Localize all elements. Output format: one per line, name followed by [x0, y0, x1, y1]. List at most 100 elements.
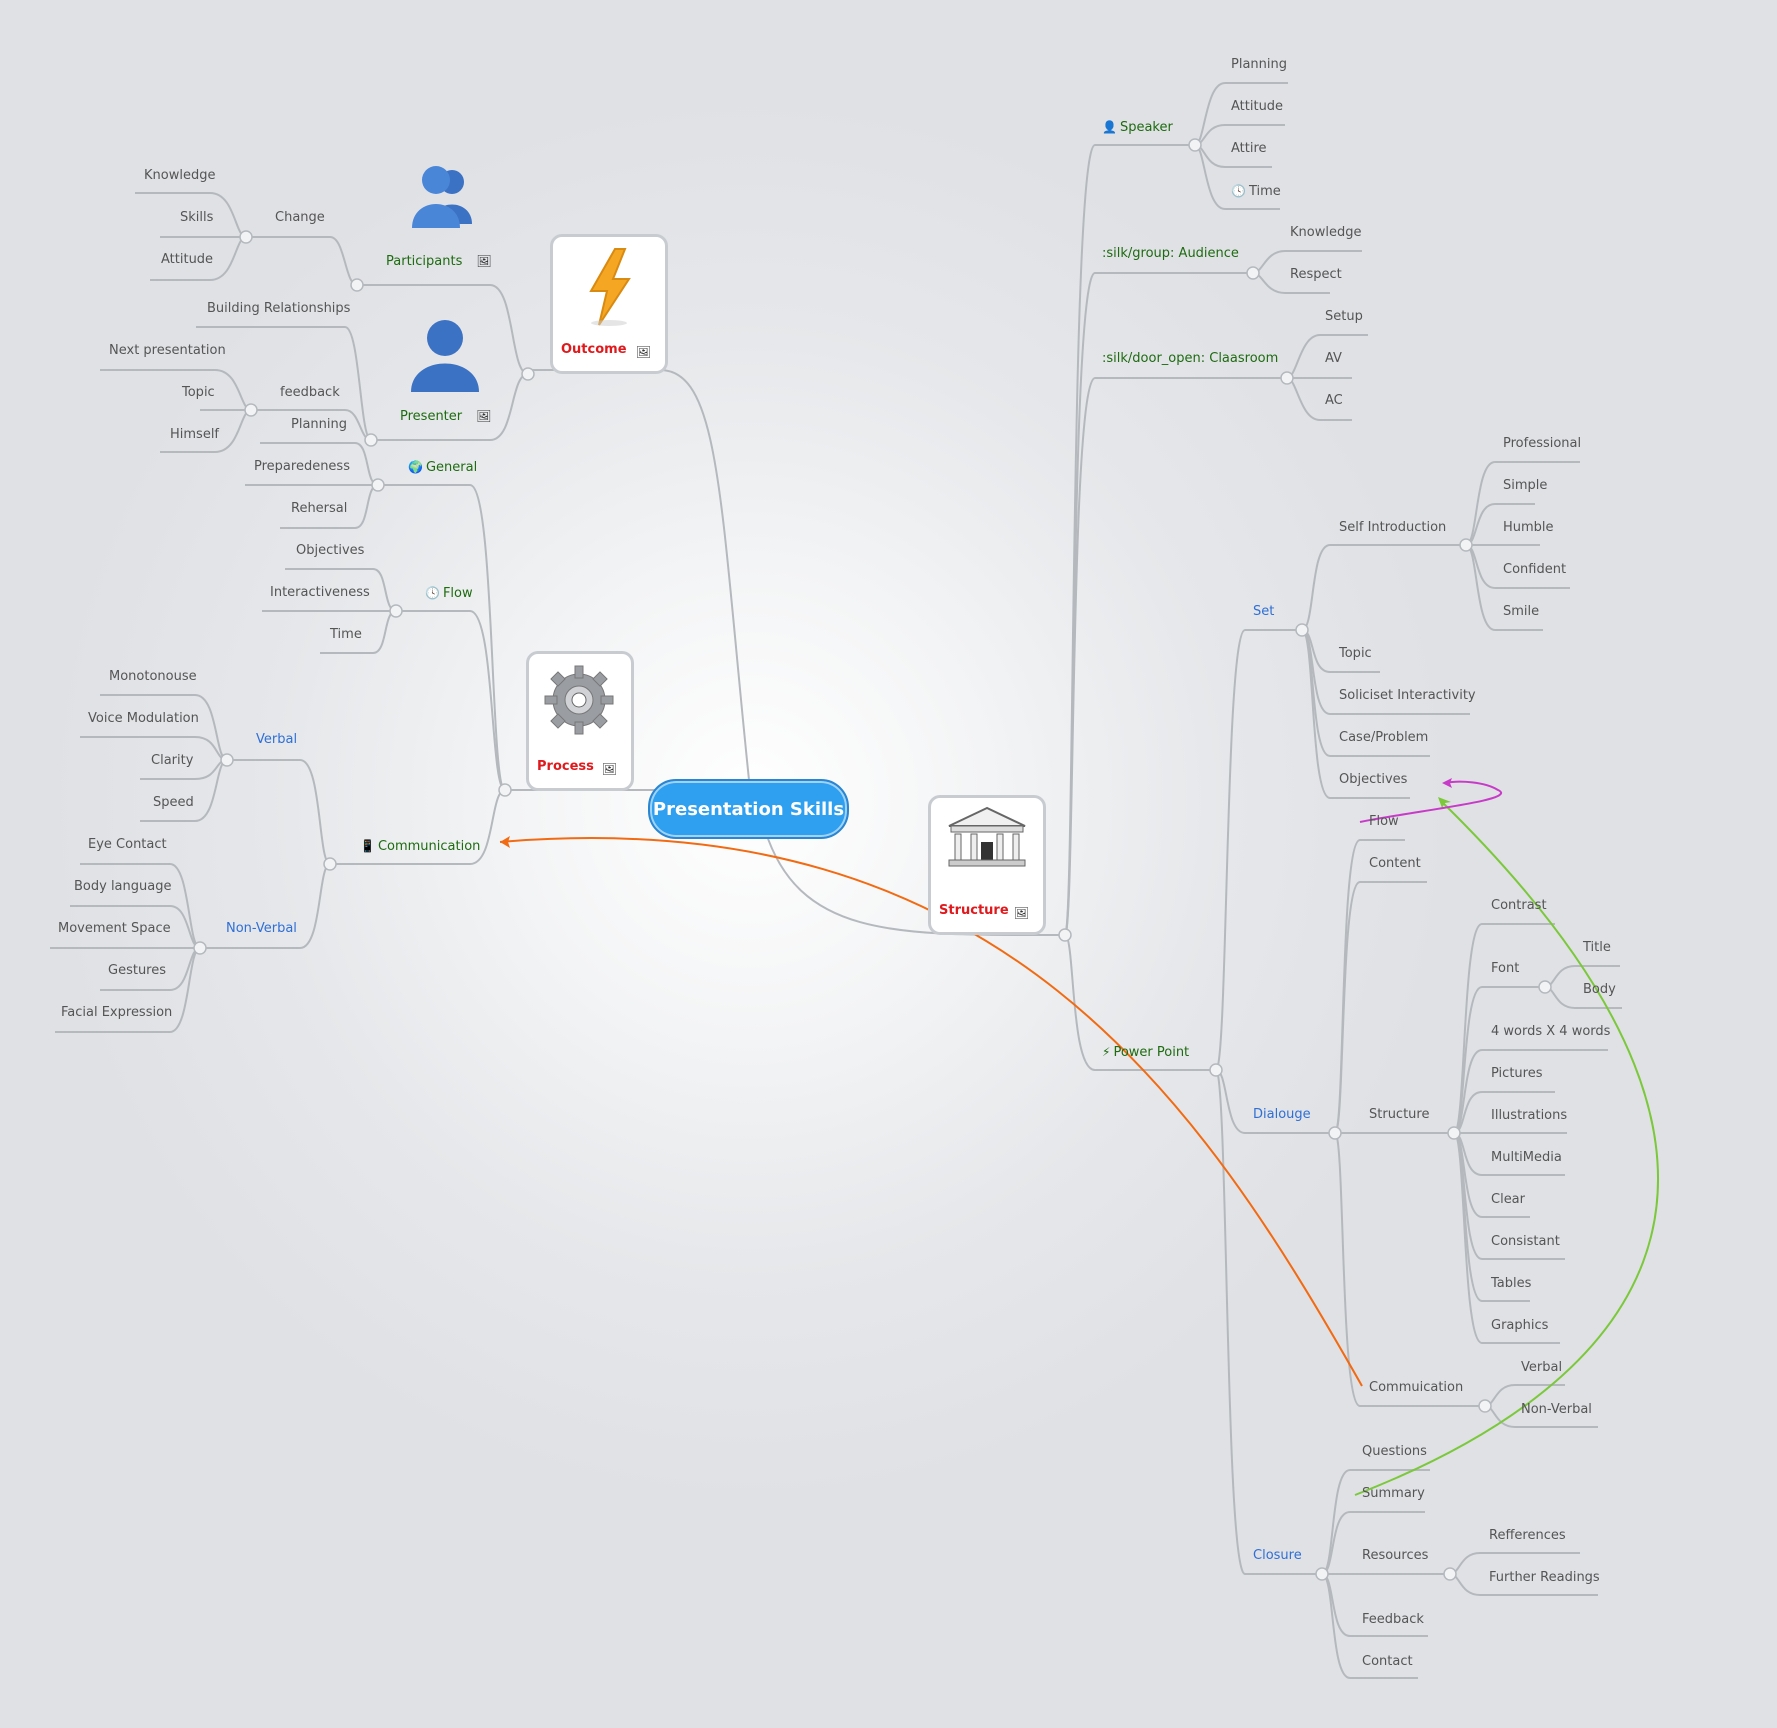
change-node[interactable]: Change: [275, 210, 325, 225]
classroom-av[interactable]: AV: [1325, 351, 1342, 366]
speaker-attitude[interactable]: Attitude: [1231, 99, 1284, 114]
voice-modulation-node[interactable]: Voice Modulation: [88, 711, 199, 726]
participant-attitude[interactable]: Attitude: [161, 252, 214, 267]
clarity-node[interactable]: Clarity: [151, 753, 194, 768]
verbal-node[interactable]: Verbal: [256, 732, 298, 747]
structure-title: Structure: [939, 903, 1009, 918]
smile-node[interactable]: Smile: [1503, 604, 1540, 619]
outcome-card[interactable]: Outcome 🖼: [550, 234, 668, 374]
speaker-time[interactable]: 🕓Time: [1231, 184, 1281, 199]
clear-node[interactable]: Clear: [1491, 1192, 1525, 1207]
dialouge-flow-node[interactable]: Flow: [1369, 814, 1399, 829]
general-planning[interactable]: Planning: [291, 417, 347, 432]
flow-node[interactable]: 🕓Flow: [425, 586, 473, 601]
structure-card[interactable]: Structure 🖼: [928, 795, 1046, 935]
commuication-node[interactable]: Commuication: [1369, 1380, 1464, 1395]
building-relationships[interactable]: Building Relationships: [207, 301, 351, 316]
resources-node[interactable]: Resources: [1362, 1548, 1429, 1563]
participant-skills[interactable]: Skills: [180, 210, 214, 225]
eye-contact-node[interactable]: Eye Contact: [88, 837, 167, 852]
consistant-node[interactable]: Consistant: [1491, 1234, 1560, 1249]
confident-node[interactable]: Confident: [1503, 562, 1567, 577]
set-objectives-node[interactable]: Objectives: [1339, 772, 1408, 787]
process-title: Process: [537, 759, 594, 774]
font-body-node[interactable]: Body: [1583, 982, 1616, 997]
phone-icon: 📱: [360, 839, 375, 853]
gear-icon: [544, 665, 614, 735]
feedback-topic[interactable]: Topic: [182, 385, 215, 400]
picture-icon[interactable]: 🖼: [601, 762, 617, 776]
font-node[interactable]: Font: [1491, 961, 1520, 976]
classroom-setup[interactable]: Setup: [1325, 309, 1363, 324]
globe-icon: 🌍: [408, 460, 423, 474]
professional-node[interactable]: Professional: [1503, 436, 1582, 451]
participants-node[interactable]: Participants🖼: [386, 254, 492, 269]
closure-node[interactable]: Closure: [1253, 1548, 1302, 1563]
process-card[interactable]: Process 🖼: [526, 651, 634, 791]
summary-node[interactable]: Summary: [1362, 1486, 1425, 1501]
pictures-node[interactable]: Pictures: [1491, 1066, 1543, 1081]
words-node[interactable]: 4 words X 4 words: [1491, 1024, 1611, 1039]
picture-icon[interactable]: 🖼: [476, 254, 492, 268]
speaker-node[interactable]: 👤Speaker: [1102, 120, 1173, 135]
monotonouse-node[interactable]: Monotonouse: [109, 669, 197, 684]
audience-knowledge[interactable]: Knowledge: [1290, 225, 1362, 240]
preparedeness-node[interactable]: Preparedeness: [254, 459, 350, 474]
himself-node[interactable]: Himself: [170, 427, 220, 442]
feedback-node[interactable]: feedback: [280, 385, 340, 400]
dialouge-node[interactable]: Dialouge: [1253, 1107, 1311, 1122]
audience-node[interactable]: :silk/group: Audience: [1102, 246, 1239, 261]
dialouge-structure-node[interactable]: Structure: [1369, 1107, 1430, 1122]
participants-icon: [412, 166, 472, 228]
classroom-node[interactable]: :silk/door_open: Claasroom: [1102, 351, 1279, 366]
speaker-planning[interactable]: Planning: [1231, 57, 1287, 72]
objectives-node[interactable]: Objectives: [296, 543, 365, 558]
illustrations-node[interactable]: Illustrations: [1491, 1108, 1568, 1123]
questions-node[interactable]: Questions: [1362, 1444, 1427, 1459]
humble-node[interactable]: Humble: [1503, 520, 1554, 535]
simple-node[interactable]: Simple: [1503, 478, 1548, 493]
self-introduction-node[interactable]: Self Introduction: [1339, 520, 1447, 535]
participant-knowledge[interactable]: Knowledge: [144, 168, 216, 183]
graphics-node[interactable]: Graphics: [1491, 1318, 1549, 1333]
picture-icon[interactable]: 🖼: [1013, 906, 1029, 920]
gestures-node[interactable]: Gestures: [108, 963, 167, 978]
rehersal-node[interactable]: Rehersal: [291, 501, 348, 516]
speaker-attire[interactable]: Attire: [1231, 141, 1267, 156]
commuication-non-verbal-node[interactable]: Non-Verbal: [1521, 1402, 1592, 1417]
soliciset-interactivity-node[interactable]: Soliciset Interactivity: [1339, 688, 1476, 703]
contrast-node[interactable]: Contrast: [1491, 898, 1547, 913]
movement-space-node[interactable]: Movement Space: [58, 921, 171, 936]
lightning-icon: ⚡: [1102, 1045, 1111, 1059]
set-topic-node[interactable]: Topic: [1339, 646, 1372, 661]
central-topic[interactable]: Presentation Skills: [648, 779, 849, 839]
picture-icon[interactable]: 🖼: [635, 345, 651, 359]
further-readings-node[interactable]: Further Readings: [1489, 1570, 1600, 1585]
next-presentation[interactable]: Next presentation: [109, 343, 226, 358]
classroom-ac[interactable]: AC: [1325, 393, 1343, 408]
presenter-icon: [411, 320, 479, 392]
contact-node[interactable]: Contact: [1362, 1654, 1413, 1669]
flow-time[interactable]: Time: [330, 627, 362, 642]
power-point-node[interactable]: ⚡Power Point: [1102, 1045, 1190, 1060]
picture-icon[interactable]: 🖼: [476, 409, 492, 423]
set-node[interactable]: Set: [1253, 604, 1275, 619]
speed-node[interactable]: Speed: [153, 795, 194, 810]
general-node[interactable]: 🌍General: [408, 460, 478, 475]
audience-respect[interactable]: Respect: [1290, 267, 1342, 282]
multimedia-node[interactable]: MultiMedia: [1491, 1150, 1562, 1165]
interactiveness-node[interactable]: Interactiveness: [270, 585, 370, 600]
tables-node[interactable]: Tables: [1491, 1276, 1532, 1291]
font-title-node[interactable]: Title: [1583, 940, 1611, 955]
presenter-node[interactable]: Presenter🖼: [400, 409, 492, 424]
clock-icon: 🕓: [1231, 184, 1246, 198]
body-language-node[interactable]: Body language: [74, 879, 172, 894]
content-node[interactable]: Content: [1369, 856, 1421, 871]
facial-expression-node[interactable]: Facial Expression: [61, 1005, 173, 1020]
case-problem-node[interactable]: Case/Problem: [1339, 730, 1429, 745]
non-verbal-node[interactable]: Non-Verbal: [226, 921, 297, 936]
communication-node[interactable]: 📱Communication: [360, 839, 481, 854]
refferences-node[interactable]: Refferences: [1489, 1528, 1566, 1543]
closure-feedback-node[interactable]: Feedback: [1362, 1612, 1424, 1627]
commuication-verbal-node[interactable]: Verbal: [1521, 1360, 1563, 1375]
